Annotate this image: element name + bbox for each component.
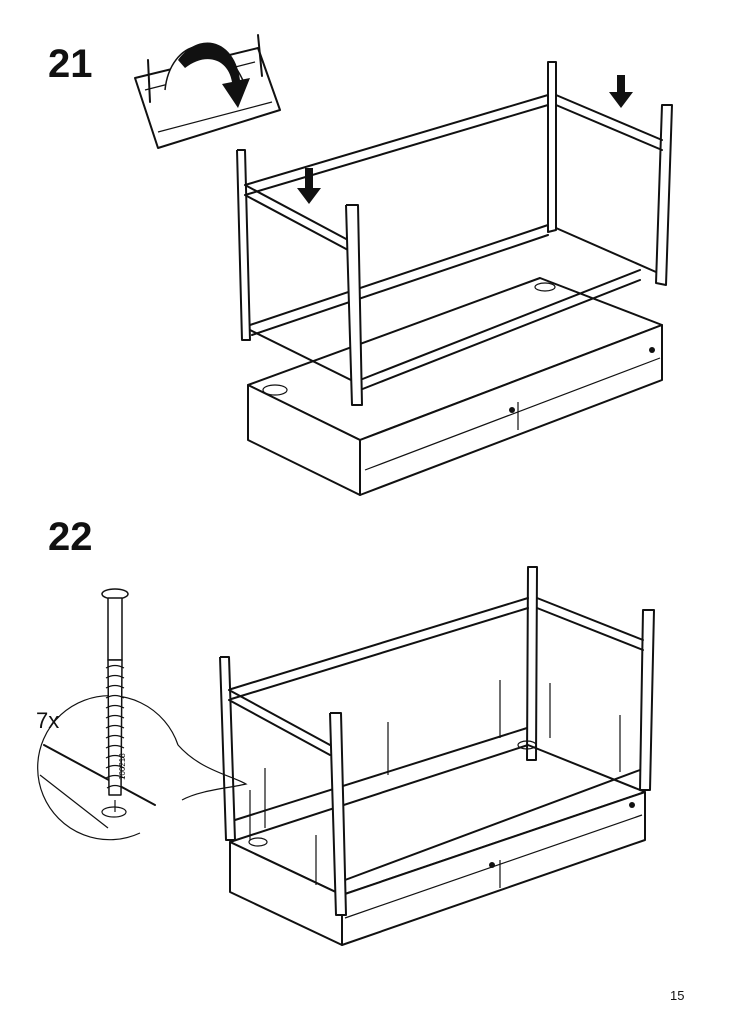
- screw-part-number: 100218: [118, 753, 127, 780]
- desk-base-box-step22: [229, 740, 646, 946]
- desk-base-box-step21: [247, 277, 663, 496]
- step-number-22: 22: [48, 515, 93, 559]
- desk-frame-step21: [236, 61, 673, 406]
- desk-frame-step22: [219, 566, 655, 916]
- flip-frame-hint-icon: [134, 34, 281, 149]
- screw-quantity: 7x: [36, 708, 60, 733]
- step-number-21: 21: [48, 42, 93, 86]
- page-number: 15: [670, 988, 685, 1003]
- screw-detail-callout: [37, 588, 248, 841]
